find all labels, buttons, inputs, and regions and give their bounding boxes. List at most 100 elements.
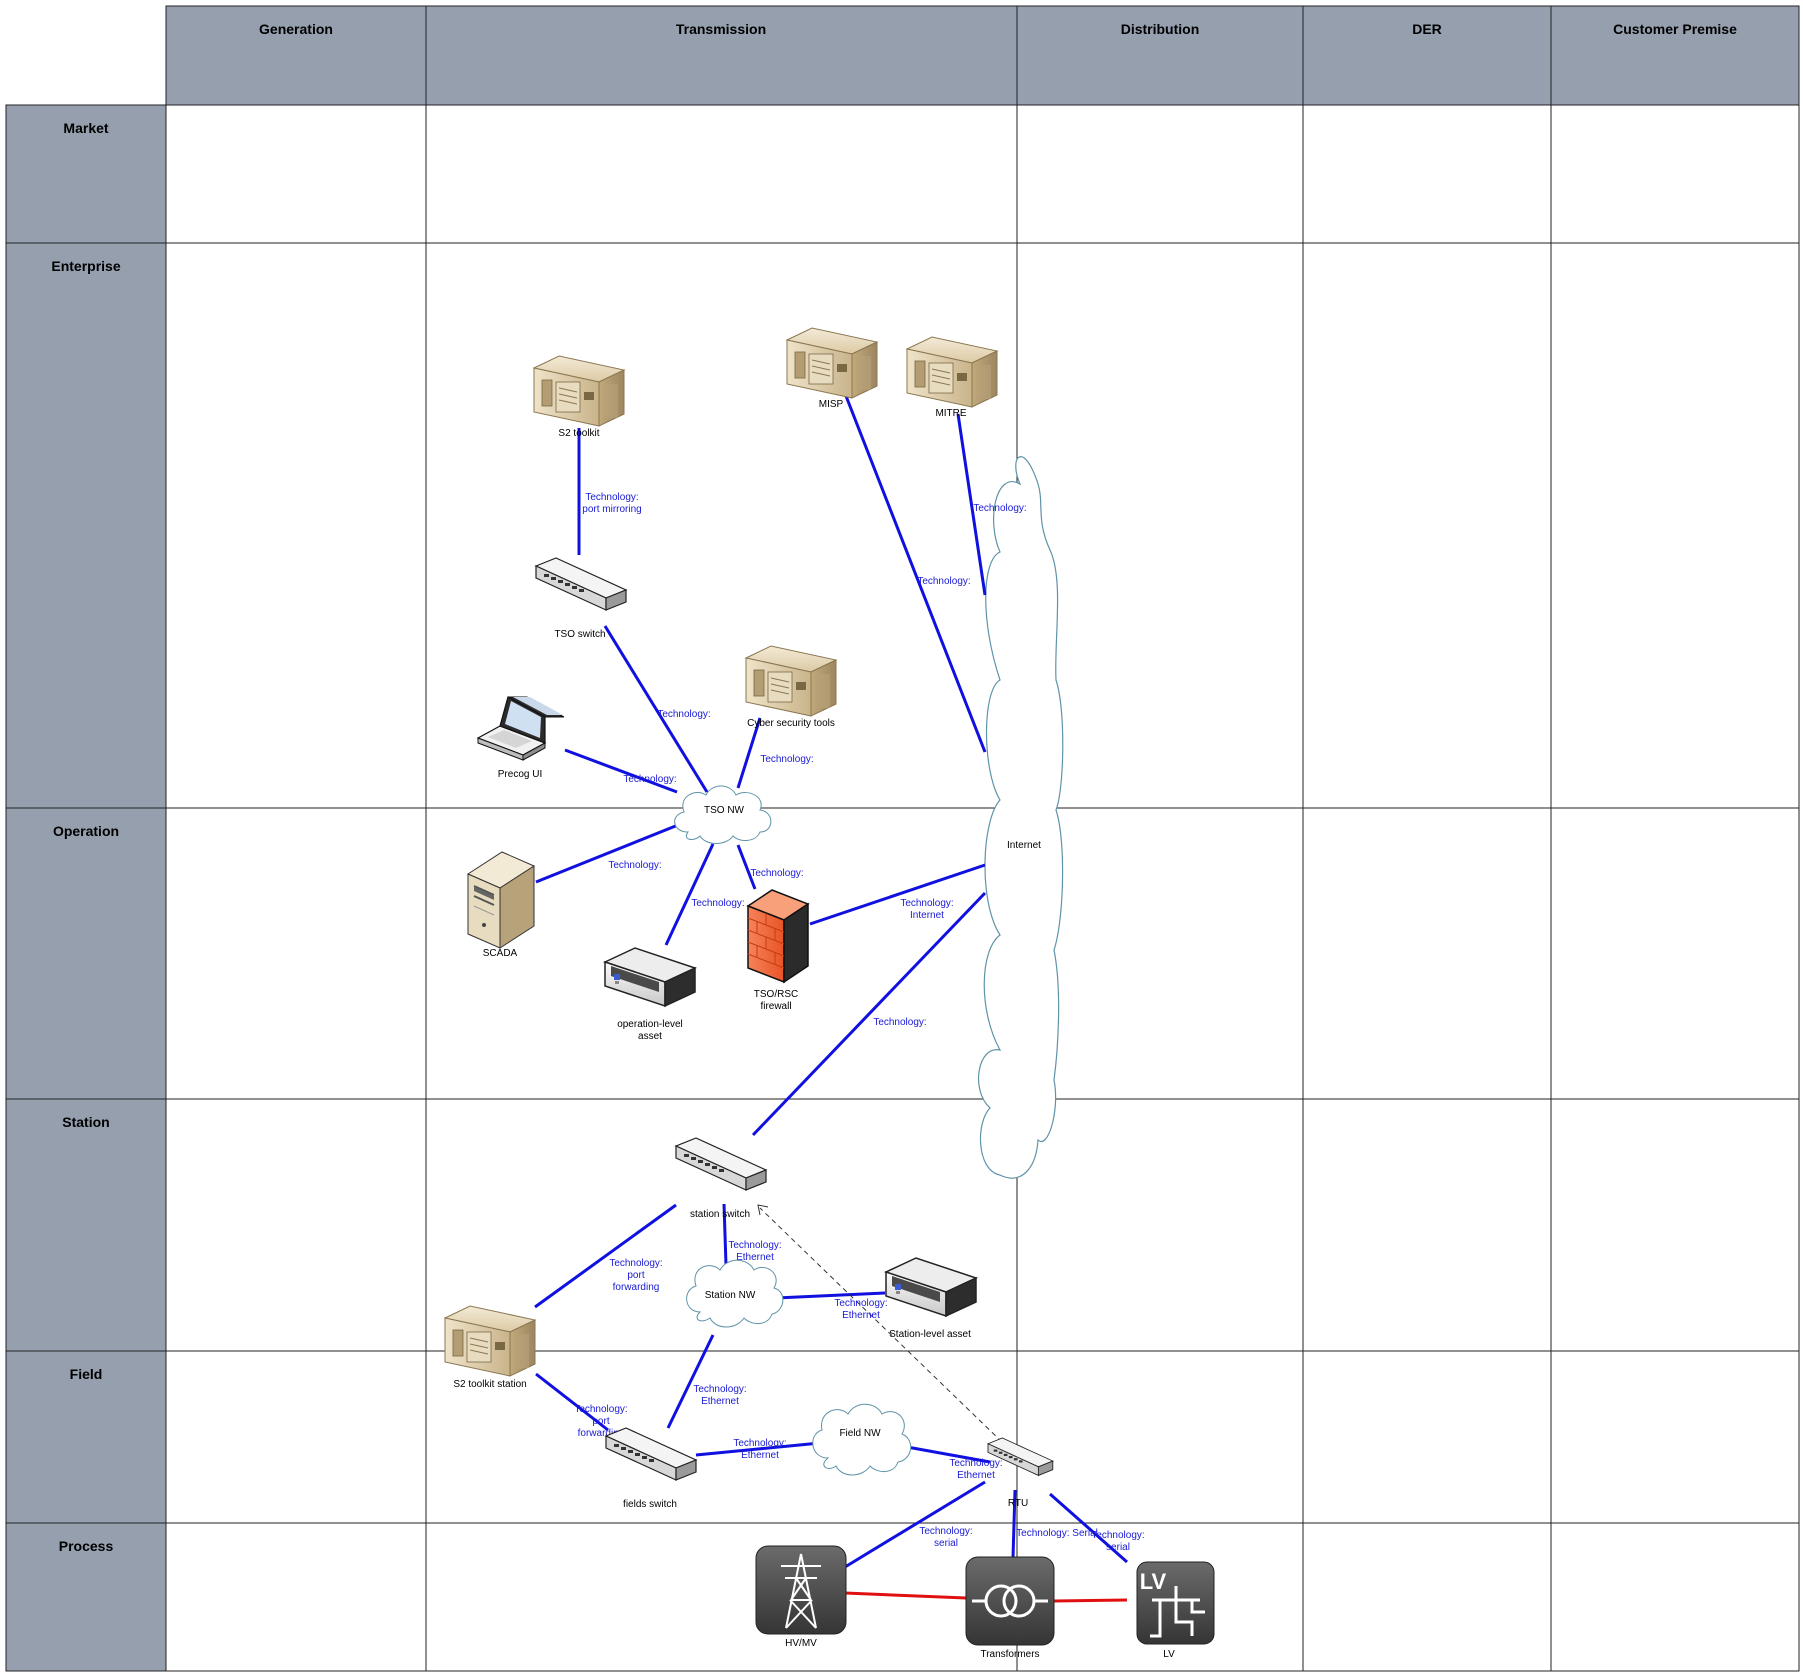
link-label-mitre: Technology:: [973, 503, 1026, 514]
node-label-tso-switch: TSO switch: [554, 629, 605, 640]
link-precog-tso-nw: [564, 748, 678, 794]
node-rtu[interactable]: RTU: [987, 1437, 1054, 1509]
link-station-nw-station-asset: [775, 1291, 886, 1300]
link-label-station-internet: Technology:: [873, 1017, 926, 1028]
link-op-asset-tso-nw: [664, 843, 715, 946]
node-s2-toolkit[interactable]: S2 toolkit: [533, 355, 625, 439]
lv-icon: LV: [1136, 1561, 1215, 1645]
link-field-nw-rtu: [906, 1445, 991, 1464]
link-fields-switch-field-nw: [695, 1441, 821, 1457]
node-fields-switch[interactable]: fields switch: [605, 1427, 697, 1510]
node-tso-switch[interactable]: TSO switch: [535, 557, 627, 640]
node-station-level-asset[interactable]: Station-level asset: [885, 1257, 977, 1340]
column-header-distribution: Distribution: [1121, 21, 1200, 37]
link-label-misp: Technology:: [917, 576, 970, 587]
link-rtu-station-switch-dashed: [759, 1207, 1003, 1443]
column-header-band: [165, 5, 1800, 106]
node-scada[interactable]: SCADA: [466, 851, 536, 959]
link-label-tso-switch: Technology:: [657, 709, 710, 720]
laptop-icon: [476, 696, 565, 761]
node-label-mitre: MITRE: [935, 408, 966, 419]
node-label-lv: LV: [1163, 1649, 1175, 1660]
node-label-scada: SCADA: [483, 948, 518, 959]
row-header-market: Market: [63, 120, 108, 136]
node-transformers[interactable]: Transformers: [965, 1556, 1055, 1660]
column-header-der: DER: [1412, 21, 1442, 37]
row-header-enterprise: Enterprise: [51, 258, 120, 274]
node-lv[interactable]: LV LV: [1136, 1561, 1215, 1660]
node-label-misp: MISP: [819, 399, 844, 410]
link-labels: Technology:port mirroring Technology: Te…: [574, 492, 1144, 1553]
link-station-switch-internet: [751, 891, 987, 1137]
link-scada-tso-nw: [535, 821, 684, 884]
firewall-icon: [746, 889, 810, 984]
link-mitre-internet: [956, 413, 987, 596]
node-field-nw-cloud[interactable]: Field NW: [812, 1403, 912, 1476]
node-label-s2-toolkit: S2 toolkit: [558, 428, 599, 439]
power-line-transformers-lv: [1053, 1598, 1128, 1603]
link-station-switch-s2-station: [534, 1203, 677, 1309]
node-label-rtu: RTU: [1008, 1498, 1028, 1509]
link-label-station-nw: Technology:Ethernet: [728, 1240, 781, 1263]
links: [534, 395, 1128, 1603]
node-hvmv[interactable]: HV/MV: [755, 1545, 847, 1649]
link-label-fields-station: Technology:Ethernet: [693, 1384, 746, 1407]
node-precog-ui[interactable]: Precog UI: [476, 696, 565, 780]
power-line-hvmv-transformers: [844, 1591, 967, 1600]
link-station-switch-station-nw: [722, 1203, 728, 1266]
node-station-switch[interactable]: station switch: [675, 1137, 767, 1220]
link-label-fields-fieldnw: Technology:Ethernet: [733, 1438, 786, 1461]
node-label-cyber-tools: Cyber security tools: [747, 718, 835, 729]
link-misp-internet: [844, 395, 987, 753]
node-label-s2-station: S2 toolkit station: [453, 1379, 526, 1390]
node-label-tso-nw: TSO NW: [704, 805, 745, 816]
row-header-station: Station: [62, 1114, 109, 1130]
link-label-cyber-tools: Technology:: [760, 754, 813, 765]
node-cyber-security-tools[interactable]: Cyber security tools: [745, 645, 837, 729]
transformer-icon: [965, 1556, 1055, 1646]
row-header-band: [5, 104, 167, 1672]
link-label-port-mirroring: Technology:port mirroring: [582, 492, 641, 515]
link-cyber-tools-tso-nw: [736, 717, 762, 789]
node-misp[interactable]: MISP: [786, 327, 878, 410]
link-firewall-tso-nw: [736, 844, 757, 890]
node-label-fields-switch: fields switch: [623, 1499, 677, 1510]
server-tower-icon: [466, 851, 536, 949]
link-label-firewall: Technology:: [750, 868, 803, 879]
lv-icon-text: LV: [1140, 1569, 1167, 1594]
link-label-rtu-hvmv: Technology:serial: [919, 1526, 972, 1549]
link-label-rtu-lv: Technology:serial: [1091, 1530, 1144, 1553]
internet-cloud[interactable]: Internet: [977, 456, 1064, 1179]
link-firewall-internet: [809, 863, 986, 926]
node-label-station-switch: station switch: [690, 1209, 750, 1220]
node-label-precog-ui: Precog UI: [498, 769, 542, 780]
link-s2-station-fields-switch: [535, 1372, 609, 1432]
node-station-nw-cloud[interactable]: Station NW: [686, 1259, 784, 1328]
link-label-station-asset: Technology:Ethernet: [834, 1298, 887, 1321]
link-station-nw-fields-switch: [666, 1334, 715, 1429]
link-rtu-lv: [1049, 1492, 1128, 1564]
node-mitre[interactable]: MITRE: [906, 336, 998, 419]
column-header-generation: Generation: [259, 21, 333, 37]
grid-body: [165, 104, 1800, 1672]
link-label-op-asset: Technology:: [691, 898, 744, 909]
dashed-arrowhead: [757, 1204, 769, 1216]
node-label-transformers: Transformers: [980, 1649, 1039, 1660]
node-s2-toolkit-station[interactable]: S2 toolkit station: [444, 1305, 536, 1390]
link-label-rtu-transformers: Technology: Serial: [1016, 1528, 1098, 1539]
node-tso-nw-cloud[interactable]: TSO NW: [674, 785, 772, 844]
transmission-tower-icon: [755, 1545, 847, 1635]
link-rtu-hvmv: [844, 1480, 986, 1569]
link-rtu-transformers: [1011, 1489, 1017, 1559]
row-header-process: Process: [59, 1538, 114, 1554]
column-header-customer-premise: Customer Premise: [1613, 21, 1737, 37]
node-label-station-asset: Station-level asset: [889, 1329, 971, 1340]
node-label-field-nw: Field NW: [839, 1428, 881, 1439]
